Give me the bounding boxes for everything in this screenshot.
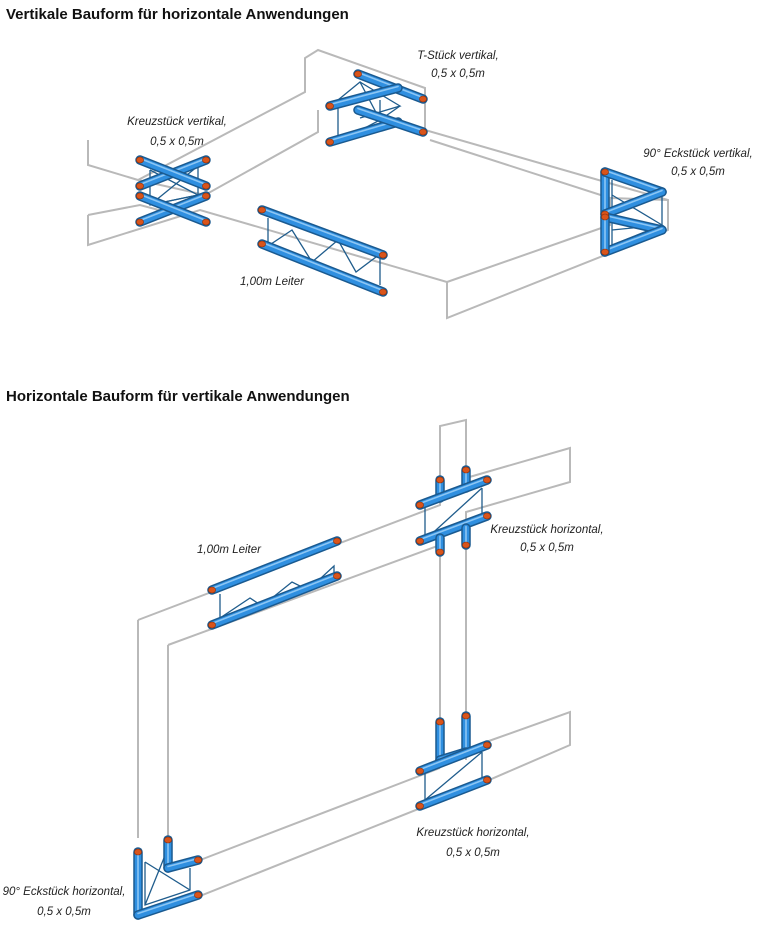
end-cap	[379, 251, 387, 259]
label-ladder-bottom: 1,00m Leiter	[197, 544, 262, 556]
section-heading-horizontal: Horizontale Bauform für vertikale Anwend…	[6, 388, 350, 405]
corner-horizontal	[133, 835, 203, 920]
end-cap	[194, 856, 202, 864]
label-corner-horizontal: 90° Eckstück horizontal,0,5 x 0,5m	[3, 886, 126, 918]
ladder-top	[257, 205, 388, 297]
tube-top-cross	[325, 83, 403, 111]
corner-vertical	[600, 167, 667, 257]
section-heading-vertical: Vertikale Bauform für horizontale Anwend…	[6, 6, 349, 23]
end-cap	[258, 240, 266, 248]
end-cap	[202, 192, 210, 200]
outline-bottom-mid	[194, 767, 441, 863]
outline-bottom-lower	[194, 710, 571, 899]
end-cap	[436, 718, 444, 726]
tube-lower	[415, 775, 492, 811]
brace	[337, 80, 401, 121]
end-cap	[483, 741, 491, 749]
outline-bottom-upper-inner	[167, 543, 441, 760]
brace	[144, 862, 191, 906]
end-cap	[416, 802, 424, 810]
tube-lower	[257, 239, 388, 297]
tube-bottom-b	[135, 191, 211, 227]
end-cap	[134, 848, 142, 856]
part-labels: T-Stück vertikal,0,5 x 0,5m Kreuzstück v…	[3, 50, 753, 918]
label-cross-piece-vertical: Kreuzstück vertikal,0,5 x 0,5m	[127, 116, 227, 148]
end-cap	[202, 182, 210, 190]
label-corner-vertical: 90° Eckstück vertikal,0,5 x 0,5m	[643, 148, 752, 178]
tube-upper	[207, 536, 342, 595]
outline-top-right-inner	[429, 139, 611, 283]
end-cap	[601, 213, 609, 221]
end-cap	[483, 476, 491, 484]
end-cap	[208, 621, 216, 629]
end-cap	[164, 836, 172, 844]
end-cap	[601, 168, 609, 176]
label-t-piece-vertical: T-Stück vertikal,0,5 x 0,5m	[417, 50, 498, 80]
tube-upper	[415, 740, 492, 776]
end-cap	[354, 70, 362, 78]
tube-lower	[415, 511, 492, 546]
ladder-bottom	[207, 536, 342, 630]
end-cap	[136, 156, 144, 164]
brace	[219, 564, 335, 620]
label-ladder-top: 1,00m Leiter	[240, 276, 305, 288]
tube-lower	[207, 571, 342, 630]
end-cap	[436, 548, 444, 556]
end-cap	[136, 192, 144, 200]
end-cap	[379, 288, 387, 296]
end-cap	[136, 182, 144, 190]
tube-bottom-long	[353, 105, 428, 137]
end-cap	[258, 206, 266, 214]
tube-top-b	[600, 187, 667, 219]
tube-bottom-b	[600, 225, 667, 257]
end-cap	[601, 248, 609, 256]
end-cap	[483, 776, 491, 784]
end-cap	[483, 512, 491, 520]
t-piece-vertical	[325, 69, 428, 147]
cross-piece-vertical	[135, 155, 211, 227]
truss-parts	[133, 69, 667, 920]
end-cap	[326, 102, 334, 110]
end-cap	[326, 138, 334, 146]
brace	[149, 165, 200, 206]
label-cross-piece-horizontal-lower: Kreuzstück horizontal,0,5 x 0,5m	[416, 827, 529, 859]
end-cap	[202, 218, 210, 226]
end-cap	[416, 767, 424, 775]
brace	[144, 861, 191, 891]
end-cap	[416, 501, 424, 509]
end-cap	[419, 128, 427, 136]
end-cap	[462, 712, 470, 720]
end-cap	[416, 537, 424, 545]
tube-outer-arm	[133, 890, 203, 920]
outline-bottom-upper	[137, 418, 571, 760]
end-cap	[202, 156, 210, 164]
tube-bottom-a	[600, 212, 667, 235]
tube-top-a	[600, 167, 667, 197]
end-cap	[208, 586, 216, 594]
cross-piece-horizontal-lower	[415, 711, 492, 811]
tube-inner-arm	[163, 855, 203, 873]
brace	[424, 751, 483, 801]
tube-upper	[257, 205, 388, 260]
end-cap	[436, 476, 444, 484]
end-cap	[333, 537, 341, 545]
end-cap	[333, 572, 341, 580]
end-cap	[419, 95, 427, 103]
tube-top-b	[135, 155, 211, 191]
end-cap	[462, 541, 470, 549]
end-cap	[194, 891, 202, 899]
label-cross-piece-horizontal-upper: Kreuzstück horizontal,0,5 x 0,5m	[490, 524, 603, 554]
end-cap	[136, 218, 144, 226]
cross-piece-horizontal-upper	[415, 465, 492, 557]
tube-upper	[415, 475, 492, 510]
end-cap	[462, 466, 470, 474]
